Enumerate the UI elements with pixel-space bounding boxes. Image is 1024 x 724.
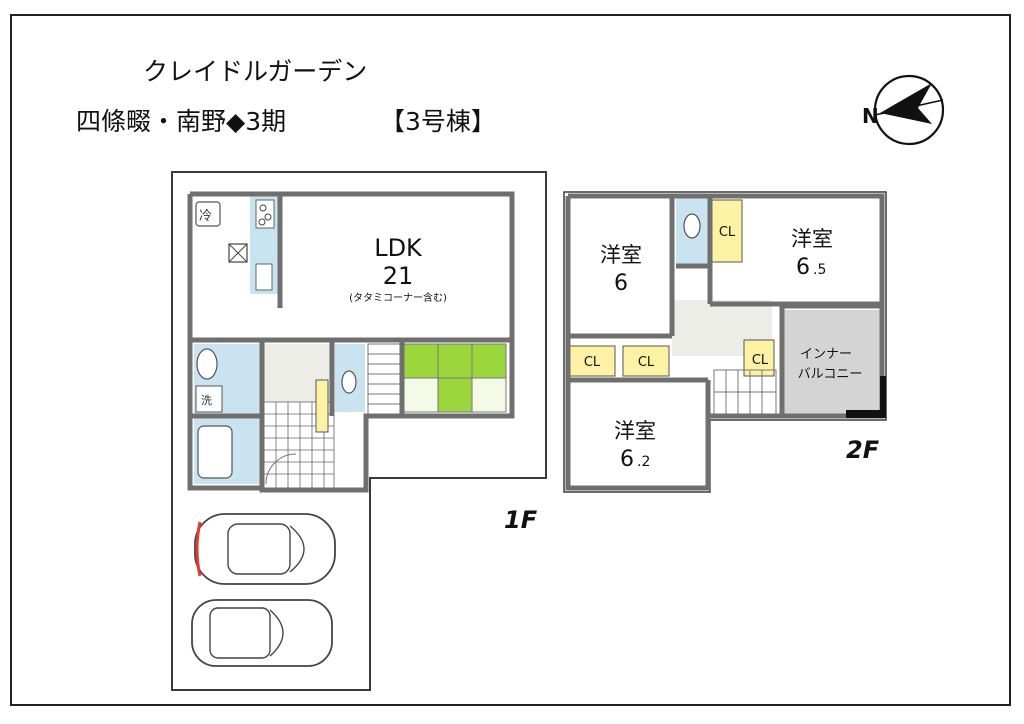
- inner-balcony: [782, 310, 880, 414]
- car-icon: [191, 599, 333, 667]
- closet-label: CL: [719, 225, 736, 240]
- balcony-label-line2: バルコニー: [798, 367, 863, 382]
- floor-2: CL CL CL CL 洋室 6 洋室 6: [563, 191, 887, 493]
- range-hood-icon: [228, 243, 248, 263]
- closet-label: CL: [752, 353, 769, 368]
- ldk-size: 21: [383, 262, 414, 290]
- compass-arrow-icon: [880, 83, 932, 124]
- car-icon: [194, 513, 336, 585]
- walls-1f: [187, 191, 515, 493]
- floor-1: 冷 洗 LDK 21 (タタミコーナー含む) 1F: [171, 171, 547, 691]
- room-b-name: 洋室: [791, 227, 833, 251]
- kitchen-sink-icon: [255, 263, 273, 291]
- floor-1-label: 1F: [504, 506, 538, 534]
- room-b-size-decimal: .5: [813, 262, 826, 278]
- toilet-icon-2f: [683, 213, 701, 239]
- compass: N: [862, 74, 945, 146]
- property-subtitle: 四條畷・南野◆3期: [76, 107, 287, 136]
- shoe-cabinet: [315, 379, 329, 433]
- closet-label: CL: [584, 355, 601, 370]
- ldk-label: LDK: [374, 234, 423, 262]
- refrigerator: [195, 201, 221, 227]
- balcony-rail: [846, 410, 884, 418]
- compass-north-label: N: [862, 104, 879, 128]
- balcony-label-line1: インナー: [800, 347, 852, 362]
- balcony-rail: [880, 376, 886, 418]
- burner-icon: [264, 213, 272, 221]
- tatami-corner: [403, 343, 507, 413]
- closet-room-a: [568, 345, 616, 377]
- refrigerator-label: 冷: [199, 209, 212, 224]
- room-a-size: 6: [614, 271, 628, 296]
- washing-machine: [195, 385, 223, 413]
- page-frame: [10, 14, 1011, 706]
- ldk-note: (タタミコーナー含む): [349, 291, 447, 304]
- bathtub-icon: [197, 425, 233, 479]
- room-c-size-decimal: .2: [637, 454, 650, 470]
- walls-2f: [565, 193, 885, 491]
- room-a-name: 洋室: [600, 243, 642, 267]
- toilet-icon-1f: [341, 370, 357, 394]
- washbasin-icon: [196, 348, 218, 380]
- room-c-size: 6: [620, 447, 634, 472]
- closet-room-b: [711, 199, 743, 263]
- entry-door-swing: [265, 453, 297, 485]
- building-number: 【3号棟】: [380, 107, 496, 136]
- compass-circle: [873, 74, 945, 146]
- property-title: クレイドルガーデン: [143, 57, 368, 86]
- burner-icon: [258, 218, 266, 226]
- room-c-name: 洋室: [614, 419, 656, 443]
- closet-label: CL: [638, 355, 655, 370]
- burner-icon: [259, 204, 267, 212]
- floor-2-label: 2F: [846, 436, 880, 464]
- washing-machine-label: 洗: [201, 394, 212, 407]
- room-b-size: 6: [796, 255, 810, 280]
- closet-room-c: [622, 345, 670, 377]
